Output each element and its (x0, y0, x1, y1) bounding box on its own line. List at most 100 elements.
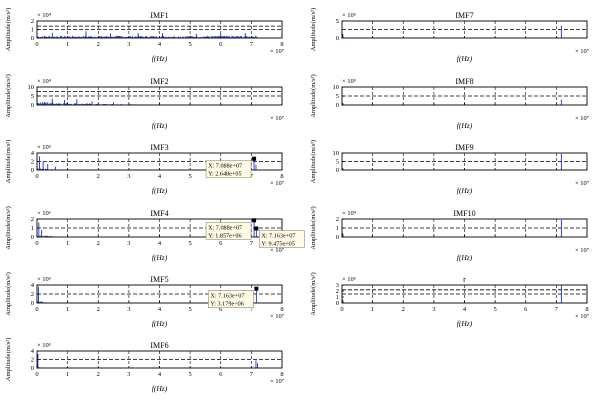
x-axis-label: f(Hz) (152, 54, 168, 63)
x-axis-label: f(Hz) (152, 253, 168, 262)
x-tick-label: 4 (158, 240, 162, 247)
panel-title: IMF4 (150, 209, 168, 218)
y-tick-label: 1 (336, 294, 339, 301)
y-axis-label: Amplitude(m/s²) (5, 272, 12, 315)
y-exponent-label: × 10⁶ (37, 210, 51, 217)
y-tick-label: 5 (336, 18, 339, 25)
x-tick-label: 1 (371, 306, 374, 313)
x-tick-label: 7 (250, 371, 254, 378)
y-axis-label: Amplitude(m/s²) (310, 74, 317, 117)
x-tick-label: 2 (97, 41, 100, 48)
y-exponent-label: × 10⁴ (37, 12, 52, 19)
y-tick-label: 1 (31, 225, 34, 232)
datatip-x-text: X: 7.088e+07 (208, 163, 242, 170)
x-axis-label: f(Hz) (152, 121, 168, 130)
y-tick-label: 4 (31, 150, 35, 157)
x-tick-label: 8 (280, 173, 283, 180)
x-tick-label: 4 (158, 306, 162, 313)
x-exponent-label: × 10⁷ (575, 247, 589, 254)
y-exponent-label: × 10⁴ (37, 78, 52, 85)
x-tick-label: 1 (66, 240, 69, 247)
y-tick-label: 2 (31, 18, 34, 25)
y-tick-label: 0 (31, 234, 34, 241)
panel-title: IMF5 (150, 275, 168, 284)
x-tick-label: 6 (219, 41, 223, 48)
y-axis-label: Amplitude(m/s²) (5, 74, 12, 117)
x-exponent-label: × 10⁷ (575, 48, 589, 55)
x-tick-label: 3 (127, 173, 130, 180)
y-exponent-label: × 10⁵ (37, 342, 51, 349)
x-tick-label: 2 (97, 306, 100, 313)
x-exponent-label: × 10⁷ (270, 313, 284, 320)
x-tick-label: 0 (35, 306, 38, 313)
x-tick-label: 0 (340, 306, 343, 313)
panel-title: IMF1 (150, 11, 168, 20)
x-tick-label: 7 (250, 173, 254, 180)
y-tick-label: 5 (336, 159, 339, 166)
x-tick-label: 1 (66, 173, 69, 180)
x-tick-label: 5 (189, 173, 192, 180)
y-tick-label: 2 (31, 357, 34, 364)
x-exponent-label: × 10⁷ (575, 180, 589, 187)
x-tick-label: 5 (189, 371, 192, 378)
x-axis-label: f(Hz) (457, 319, 473, 328)
y-tick-label: 1 (336, 225, 339, 232)
x-tick-label: 6 (219, 240, 223, 247)
y-tick-label: 0 (336, 234, 339, 241)
x-tick-label: 7 (250, 240, 254, 247)
x-tick-label: 0 (35, 41, 38, 48)
y-axis-label: Amplitude(m/s²) (310, 272, 317, 315)
y-tick-label: 1 (31, 27, 34, 34)
x-tick-label: 6 (219, 306, 223, 313)
x-tick-label: 7 (250, 41, 254, 48)
datatip-marker (254, 286, 259, 291)
y-exponent-label: × 10⁶ (342, 276, 356, 283)
x-tick-label: 1 (66, 371, 69, 378)
x-tick-label: 4 (158, 41, 162, 48)
y-tick-label: 0 (31, 167, 34, 174)
x-exponent-label: × 10⁷ (270, 48, 284, 55)
x-tick-label: 8 (280, 41, 283, 48)
datatip-box (205, 221, 252, 240)
x-tick-label: 3 (127, 41, 130, 48)
y-axis-label: Amplitude(m/s²) (5, 206, 12, 249)
x-exponent-label: × 10⁷ (575, 115, 589, 122)
panel-imf4: IMF4× 10⁶012012345678× 10⁷f(Hz)Amplitude… (5, 206, 305, 262)
datatip-x-text: X: 7.163e+07 (210, 293, 244, 300)
panel-title: r (463, 275, 466, 284)
y-tick-label: 2 (31, 291, 34, 298)
y-tick-label: 2 (336, 288, 339, 295)
panel-title: IMF2 (150, 77, 168, 86)
y-axis-label: Amplitude(m/s²) (5, 8, 12, 51)
panel-title: IMF9 (455, 143, 473, 152)
x-tick-label: 3 (127, 240, 130, 247)
x-tick-label: 0 (35, 240, 38, 247)
datatip-y-text: Y: 3.179e+06 (210, 301, 244, 308)
y-tick-label: 0 (336, 102, 339, 109)
datatip-y-text: Y: 2.648e+05 (208, 171, 242, 178)
x-tick-label: 6 (219, 371, 223, 378)
y-tick-label: 0 (31, 365, 34, 372)
y-tick-label: 2 (31, 159, 34, 166)
x-axis-label: f(Hz) (152, 319, 168, 328)
y-tick-label: 2 (336, 216, 339, 223)
y-exponent-label: × 10⁹ (342, 210, 357, 217)
x-tick-label: 6 (524, 306, 528, 313)
y-exponent-label: × 10⁵ (37, 144, 51, 151)
y-tick-label: 10 (333, 150, 340, 157)
x-tick-label: 5 (494, 306, 497, 313)
y-exponent-label: × 10⁶ (37, 276, 51, 283)
x-tick-label: 3 (432, 306, 435, 313)
x-tick-label: 2 (97, 371, 100, 378)
y-tick-label: 0 (336, 300, 339, 307)
x-exponent-label: × 10⁷ (575, 313, 589, 320)
panel-title: IMF7 (455, 11, 473, 20)
